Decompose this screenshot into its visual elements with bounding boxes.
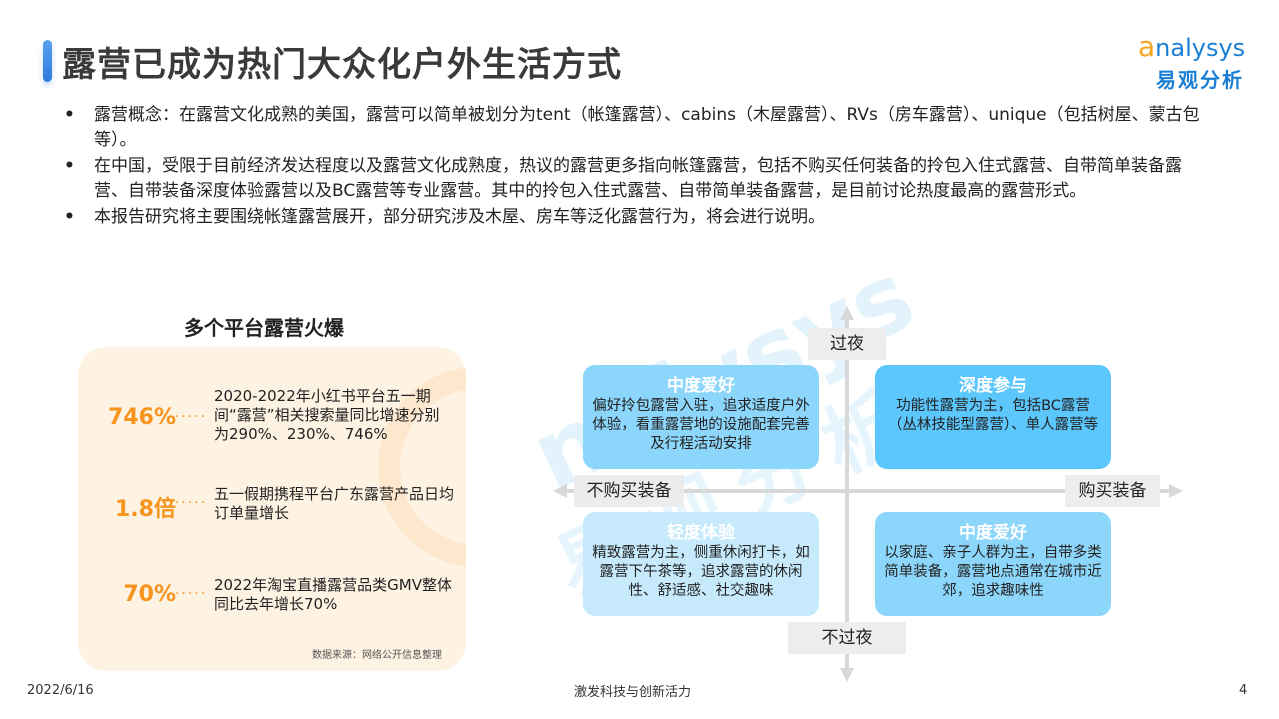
stat-item: 746% ······· 2020-2022年小红书平台五一期间“露营”相关搜索… [78,387,466,457]
logo-letters: nalysys [1155,34,1246,62]
quadrant-title: 深度参与 [959,376,1027,396]
stat-value: 746% [108,405,176,430]
quadrant-body: 偏好拎包露营入驻，追求适度户外体验，看重露营地的设施配套完善及行程活动安排 [592,398,810,452]
page-number: 4 [1239,683,1248,698]
stat-item: 1.8倍 ······· 五一假期携程平台广东露营产品日均订单量增长 [78,485,466,555]
bullet-item: • 露营概念：在露营文化成熟的美国，露营可以简单被划分为tent（帐篷露营）、c… [62,103,1202,152]
axis-label-bottom: 不过夜 [788,622,906,654]
logo-letter-a: a [1138,30,1156,63]
axis-label-right: 购买装备 [1065,475,1160,507]
bullet-marker: • [64,207,75,227]
stat-leader-dots: ······· [162,409,208,425]
axis-label-left: 不购买装备 [574,475,684,507]
stat-description: 2020-2022年小红书平台五一期间“露营”相关搜索量同比增速分别为290%、… [214,387,440,443]
bullet-marker: • [64,105,75,125]
footer-slogan: 激发科技与创新活力 [574,685,692,700]
data-source-note: 数据来源：网络公开信息整理 [312,650,442,661]
stat-value: 70% [123,582,176,607]
stats-card: 746% ······· 2020-2022年小红书平台五一期间“露营”相关搜索… [78,347,466,671]
analysys-logo: analysys 易观分析 [1128,30,1258,92]
stat-leader-dots: ······· [162,586,208,602]
quadrant-body: 功能性露营为主，包括BC露营（丛林技能型露营）、单人露营等 [887,398,1099,433]
quadrant-bottom-right: 中度爱好 以家庭、亲子人群为主，自带多类简单装备，露营地点通常在城市近郊，追求趣… [875,512,1111,616]
bullet-item: • 在中国，受限于目前经济发达程度以及露营文化成熟度，热议的露营更多指向帐篷露营… [62,154,1202,203]
quadrant-title: 轻度体验 [667,523,735,543]
stat-description: 五一假期携程平台广东露营产品日均订单量增长 [214,485,455,522]
bullet-item: • 本报告研究将主要围绕帐篷露营展开，部分研究涉及木屋、房车等泛化露营行为，将会… [62,205,1202,230]
axis-label-top: 过夜 [808,328,886,360]
bullet-text: 在中国，受限于目前经济发达程度以及露营文化成熟度，热议的露营更多指向帐篷露营，包… [94,156,1182,201]
title-accent-bar [43,40,52,82]
stat-description: 2022年淘宝直播露营品类GMV整体同比去年增长70% [214,576,453,613]
stats-card-heading: 多个平台露营火爆 [184,316,344,340]
stat-leader-dots: ······· [162,495,208,511]
quadrant-title: 中度爱好 [667,376,735,396]
quadrant-bottom-left: 轻度体验 精致露营为主，侧重休闲打卡，如露营下午茶等，追求露营的休闲性、舒适感、… [583,512,819,616]
logo-english: analysys [1138,30,1245,63]
vertical-axis-arrow [840,306,854,682]
bullet-text: 本报告研究将主要围绕帐篷露营展开，部分研究涉及木屋、房车等泛化露营行为，将会进行… [94,207,825,227]
page-title: 露营已成为热门大众化户外生活方式 [62,45,622,85]
bullet-list: • 露营概念：在露营文化成熟的美国，露营可以简单被划分为tent（帐篷露营）、c… [62,103,1202,232]
quadrant-body: 以家庭、亲子人群为主，自带多类简单装备，露营地点通常在城市近郊，追求趣味性 [884,545,1102,599]
horizontal-axis-arrow [553,484,1183,498]
stat-item: 70% ······· 2022年淘宝直播露营品类GMV整体同比去年增长70% [78,576,466,646]
stat-value: 1.8倍 [115,497,176,522]
quadrant-top-left: 中度爱好 偏好拎包露营入驻，追求适度户外体验，看重露营地的设施配套完善及行程活动… [583,365,819,469]
quadrant-top-right: 深度参与 功能性露营为主，包括BC露营（丛林技能型露营）、单人露营等 [875,365,1111,469]
footer-date: 2022/6/16 [27,683,94,698]
bullet-text: 露营概念：在露营文化成熟的美国，露营可以简单被划分为tent（帐篷露营）、cab… [94,105,1200,150]
quadrant-title: 中度爱好 [959,523,1027,543]
quadrant-body: 精致露营为主，侧重休闲打卡，如露营下午茶等，追求露营的休闲性、舒适感、社交趣味 [592,545,810,599]
bullet-marker: • [64,156,75,176]
logo-chinese: 易观分析 [1156,68,1244,92]
